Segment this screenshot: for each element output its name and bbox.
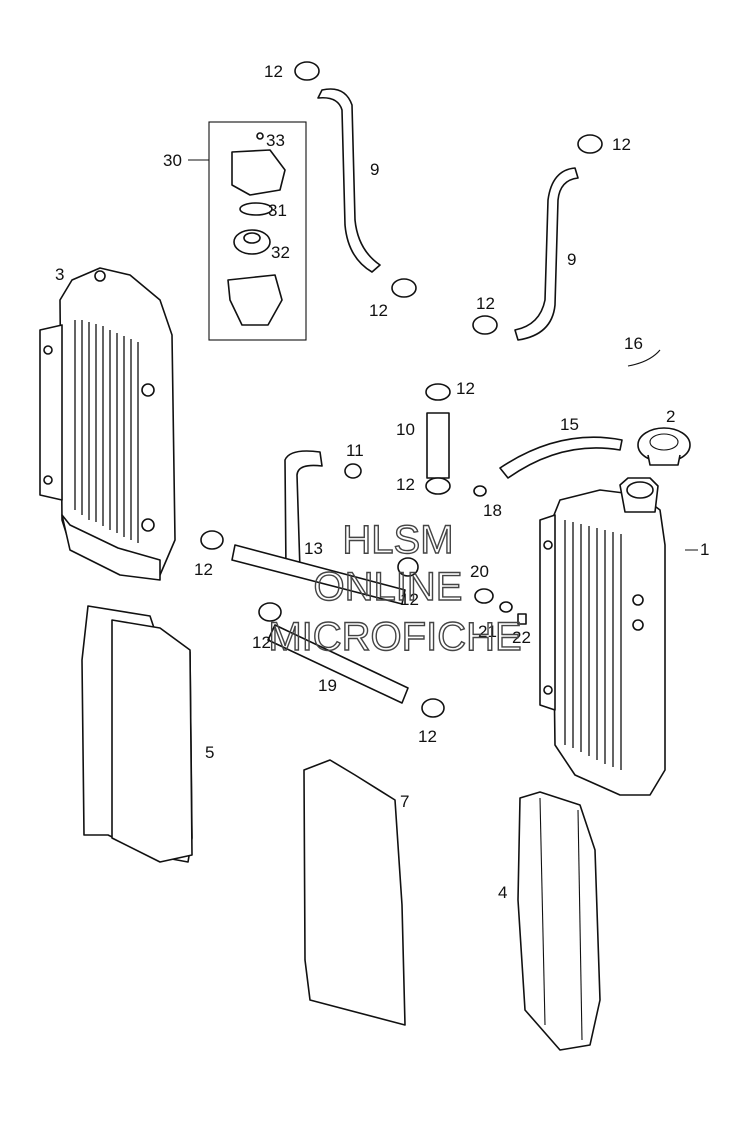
callout-7: 7 — [400, 792, 409, 811]
wire-16 — [627, 349, 661, 367]
guard-7 — [303, 759, 406, 1026]
callout-11: 11 — [346, 441, 364, 460]
callout-12: 12 — [476, 294, 495, 313]
callout-12: 12 — [456, 379, 475, 398]
callout-12: 12 — [252, 633, 271, 652]
guard-4 — [517, 791, 601, 1051]
callout-labels: 1 2 3 4 5 7 9 9 10 11 12 12 12 12 12 12 … — [55, 62, 709, 902]
small-parts — [473, 349, 661, 625]
radiator-guards — [81, 605, 601, 1051]
callout-9-right: 9 — [567, 250, 576, 269]
hose-13 — [284, 450, 323, 573]
watermark-line-3: MICROFICHE — [268, 615, 521, 659]
callout-12: 12 — [418, 727, 437, 746]
callout-12: 12 — [612, 135, 631, 154]
hose-19 — [267, 624, 409, 704]
callout-20: 20 — [470, 562, 489, 581]
hose-10 — [426, 412, 450, 479]
hose-clamps — [200, 61, 603, 718]
radiator-cap — [637, 427, 691, 466]
callout-12: 12 — [396, 475, 415, 494]
callout-21: 21 — [478, 622, 497, 641]
callout-19: 19 — [318, 676, 337, 695]
screw-22 — [517, 613, 527, 625]
watermark-line-1: HLSM — [342, 518, 453, 562]
callout-12: 12 — [369, 301, 388, 320]
hose-9-right — [514, 167, 579, 341]
callout-5: 5 — [205, 743, 214, 762]
washer-21 — [499, 601, 513, 613]
callout-22: 22 — [512, 628, 531, 647]
callout-18: 18 — [483, 501, 502, 520]
left-radiator — [39, 267, 176, 581]
o-ring — [239, 202, 273, 216]
watermark: HLSM ONLINE MICROFICHE — [268, 517, 523, 659]
thermostat-housing — [231, 149, 286, 196]
callout-16: 16 — [624, 334, 643, 353]
part-20 — [474, 588, 494, 604]
fitting-18 — [473, 485, 487, 497]
callout-30: 30 — [163, 151, 182, 170]
right-radiator — [539, 477, 666, 796]
callout-12: 12 — [264, 62, 283, 81]
callout-12: 12 — [194, 560, 213, 579]
callout-15: 15 — [560, 415, 579, 434]
callout-2: 2 — [666, 407, 675, 426]
callout-12: 12 — [400, 590, 419, 609]
left-radiator-fins — [74, 320, 139, 543]
callout-13: 13 — [304, 539, 323, 558]
right-radiator-fins — [564, 520, 622, 770]
hoses — [231, 88, 623, 704]
hose-13-lower — [231, 544, 406, 605]
callout-3: 3 — [55, 265, 64, 284]
thermostat-cover — [227, 274, 283, 326]
watermark-line-2: ONLINE — [314, 565, 463, 609]
callout-1: 1 — [700, 540, 709, 559]
hose-9-left — [317, 88, 381, 273]
callout-10: 10 — [396, 420, 415, 439]
thermostat-assembly-box — [188, 121, 307, 341]
callout-9-left: 9 — [370, 160, 379, 179]
hose-15 — [499, 436, 623, 479]
callout-4: 4 — [498, 883, 507, 902]
callout-31: 31 — [268, 201, 287, 220]
callout-32: 32 — [271, 243, 290, 262]
callout-33: 33 — [266, 131, 285, 150]
